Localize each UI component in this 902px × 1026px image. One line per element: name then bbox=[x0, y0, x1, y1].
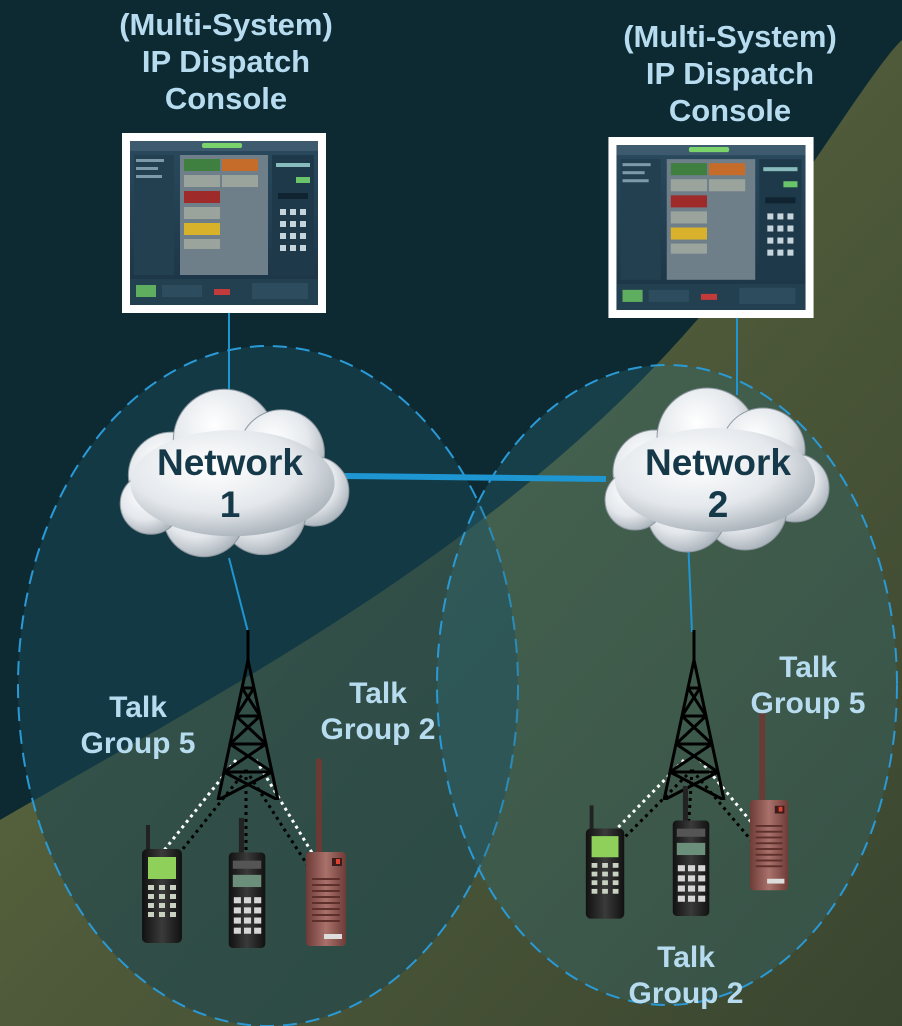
talk-group-label-line-1: Talk bbox=[779, 651, 837, 684]
talk-group-label-line-2: Group 2 bbox=[320, 713, 436, 746]
talk-group-label-line-1: Talk bbox=[349, 677, 407, 710]
dispatch-console-screen-icon bbox=[122, 133, 326, 313]
talk-group-label-line-1: Talk bbox=[657, 941, 715, 974]
network-1-label: Network 1 bbox=[140, 442, 320, 526]
console-1-title-line-3: Console bbox=[164, 81, 288, 116]
talk-group-label-line-2: Group 2 bbox=[628, 977, 744, 1010]
talk-group-label: Talk Group 2 bbox=[606, 940, 766, 1012]
talk-group-label-line-2: Group 5 bbox=[80, 727, 196, 760]
talk-group-label: Talk Group 2 bbox=[298, 676, 458, 748]
dispatch-console-screen-icon bbox=[608, 137, 814, 318]
console-1-title: (Multi-System) IP Dispatch Console bbox=[104, 6, 348, 117]
network-2-label-line-1: Network bbox=[645, 442, 791, 483]
link-network-1-tower-1 bbox=[228, 557, 249, 633]
talk-group-label-line-2: Group 5 bbox=[750, 687, 866, 720]
radio-links-site-2-dark bbox=[610, 768, 758, 852]
network-1-label-line-1: Network bbox=[157, 442, 303, 483]
talk-group-label: Talk Group 5 bbox=[58, 690, 218, 762]
link-network-1-network-2 bbox=[343, 473, 607, 482]
console-2-title-line-1: (Multi-System) bbox=[623, 19, 837, 54]
network-1-label-line-2: 1 bbox=[219, 484, 241, 525]
console-2-title-line-3: Console bbox=[668, 93, 792, 128]
link-network-2-tower-2 bbox=[687, 537, 693, 633]
network-2-label-line-2: 2 bbox=[707, 484, 729, 525]
console-2-title: (Multi-System) IP Dispatch Console bbox=[598, 18, 862, 129]
talk-group-label-line-1: Talk bbox=[109, 691, 167, 724]
console-1-title-line-1: (Multi-System) bbox=[119, 7, 333, 42]
talk-group-label: Talk Group 5 bbox=[728, 650, 888, 722]
network-2-label: Network 2 bbox=[628, 442, 808, 526]
console-1-title-line-2: IP Dispatch bbox=[141, 44, 311, 79]
console-2-title-line-2: IP Dispatch bbox=[645, 56, 815, 91]
